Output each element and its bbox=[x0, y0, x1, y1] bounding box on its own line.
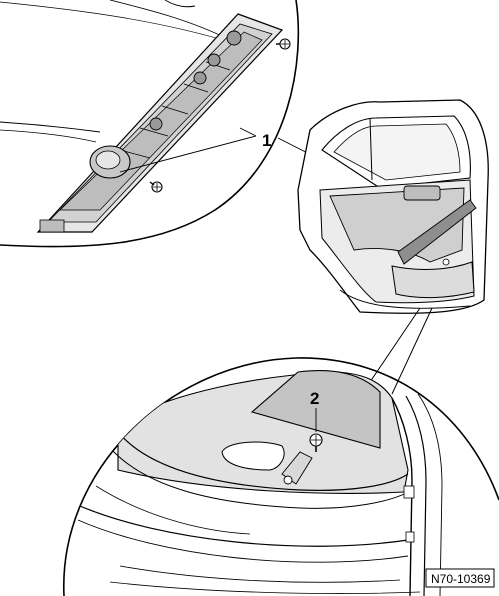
clip-boss bbox=[149, 117, 163, 131]
reference-code: N70-10369 bbox=[431, 572, 491, 586]
clip-boss bbox=[226, 30, 242, 46]
screw-icon bbox=[276, 38, 291, 50]
screw-icon bbox=[149, 181, 163, 193]
clip-boss bbox=[193, 71, 207, 85]
leader-line bbox=[369, 307, 421, 383]
leader-line bbox=[119, 135, 257, 173]
detail-view-upper bbox=[0, 0, 421, 248]
callout-1-label: 1 bbox=[262, 131, 271, 150]
reference-code-box: N70-10369 bbox=[425, 568, 495, 588]
armrest-strip bbox=[397, 199, 477, 265]
clip-boss bbox=[207, 53, 221, 67]
detail-view-lower bbox=[63, 357, 499, 596]
leader-line bbox=[391, 307, 433, 395]
detail-circle-lower-outline bbox=[63, 357, 499, 596]
detail-circle-upper-outline bbox=[0, 0, 300, 248]
rear-door-overview bbox=[297, 99, 489, 314]
screw-icon bbox=[309, 433, 323, 452]
callout-2-label: 2 bbox=[310, 389, 319, 408]
leader-line bbox=[239, 127, 257, 137]
recess bbox=[221, 441, 285, 471]
